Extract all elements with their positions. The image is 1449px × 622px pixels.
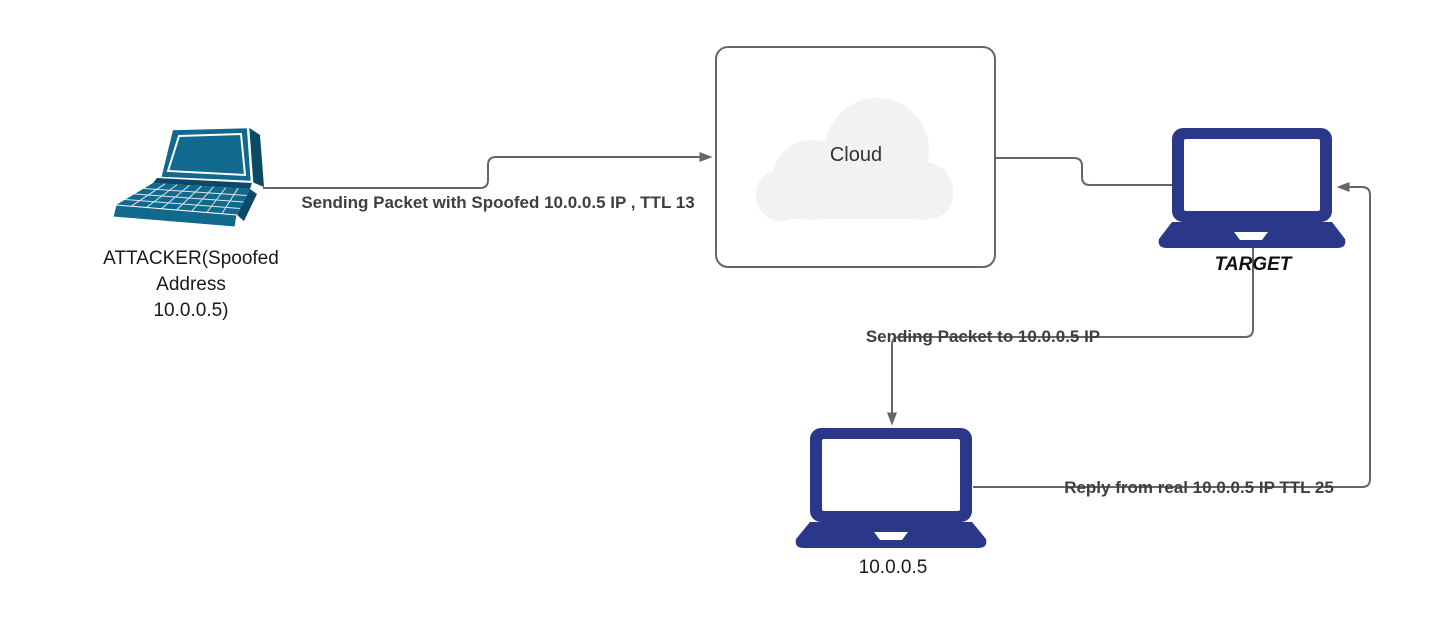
edge-attacker-to-cloud [263, 152, 713, 189]
edge-cloud-to-target [995, 157, 1172, 186]
target-laptop-icon [1158, 128, 1346, 248]
real-host-laptop-icon [795, 428, 987, 548]
attacker-laptop-icon [112, 125, 264, 228]
cloud-icon [756, 98, 953, 221]
cloud-node [715, 46, 996, 268]
edge-target-to-real-host [887, 248, 1254, 426]
edge-reply-real-host-to-target [973, 182, 1371, 488]
edge-layer [263, 152, 1371, 488]
keyboard-grid [125, 183, 247, 215]
